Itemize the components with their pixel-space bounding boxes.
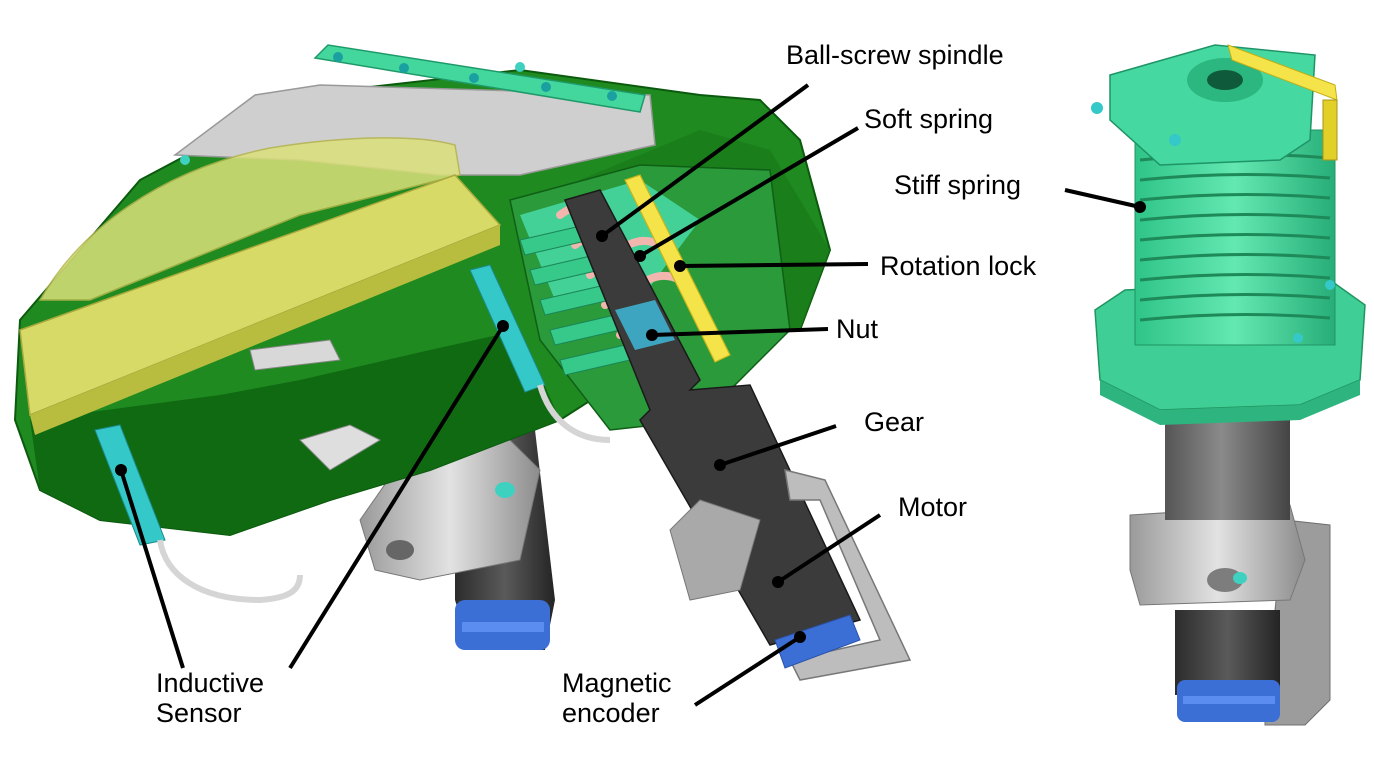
- leader-ball-screw-spindle: [596, 83, 810, 242]
- spindle-and-gear-plate: [563, 189, 862, 646]
- yellow-lens: [38, 137, 461, 301]
- label-gear: Gear: [864, 407, 925, 437]
- leader-soft-spring: [634, 126, 860, 262]
- left-assembly: [13, 44, 912, 681]
- label-motor: Motor: [898, 492, 968, 522]
- leader-gear: [714, 424, 837, 471]
- label-soft-spring: Soft spring: [864, 104, 994, 134]
- label-stiff-spring: Stiff spring: [894, 170, 1022, 200]
- label-magnetic-encoder: Magnetic encoder: [562, 668, 672, 728]
- leader-stiff-spring: [1064, 188, 1146, 213]
- right-assembly: [1091, 44, 1366, 726]
- leader-lines: [115, 83, 1146, 707]
- spring-discs: [519, 224, 631, 376]
- label-magnetic-encoder-line2: encoder: [562, 698, 660, 728]
- leader-motor: [772, 513, 882, 588]
- label-inductive-sensor-line2: Sensor: [156, 698, 242, 728]
- leader-magnetic-encoder: [693, 631, 806, 707]
- label-inductive-sensor: Inductive Sensor: [156, 668, 264, 728]
- leader-rotation-lock: [674, 260, 869, 272]
- leader-inductive-sensor-left: [115, 464, 185, 669]
- label-inductive-sensor-line1: Inductive: [156, 668, 265, 698]
- left-inductive-sensor: [94, 424, 303, 604]
- label-ball-screw-spindle: Ball-screw spindle: [786, 40, 1004, 70]
- label-magnetic-encoder-line1: Magnetic: [562, 668, 672, 698]
- top-mounting-bar: [313, 44, 646, 113]
- leader-nut: [646, 327, 829, 341]
- leader-inductive-sensor-right: [288, 320, 509, 670]
- label-rotation-lock: Rotation lock: [880, 251, 1037, 281]
- magnetic-encoder-part: [774, 614, 861, 669]
- label-nut: Nut: [836, 314, 879, 344]
